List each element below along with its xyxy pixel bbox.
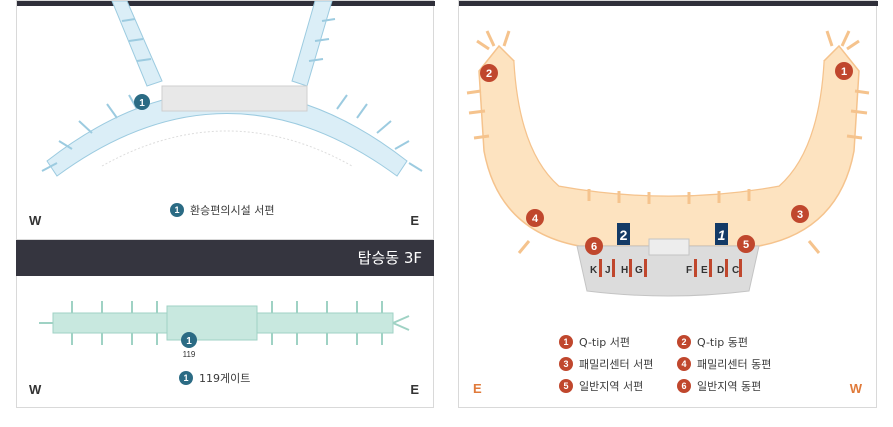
left-top-panel: 1 1 환승편의시설 서편 W E — [16, 0, 435, 240]
legend-text: 일반지역 서편 — [579, 380, 644, 393]
map-marker-gate-label: 119 — [183, 350, 196, 359]
red-markers: 1 2 3 4 5 6 — [480, 62, 853, 255]
compass-east: E — [473, 381, 482, 396]
legend-text: Q-tip 동편 — [697, 336, 749, 349]
compass-west: W — [29, 382, 42, 397]
legend-badge: 1 — [559, 335, 573, 349]
map-marker-5-label: 5 — [743, 239, 749, 251]
map-marker-1[interactable] — [134, 94, 150, 110]
legend-text: 패밀리센터 동편 — [697, 358, 772, 371]
map-marker-5[interactable] — [737, 235, 755, 253]
map-marker-3[interactable] — [791, 205, 809, 223]
compass-west: W — [29, 213, 42, 228]
legend-text: 119게이트 — [199, 372, 251, 385]
gate-label: D — [717, 265, 724, 276]
gate-label: J — [605, 265, 611, 276]
legend-text: 환승편의시설 서편 — [190, 204, 275, 217]
legend-item: 2 Q-tip 동편 — [677, 334, 748, 350]
qtip-marker-west[interactable] — [617, 223, 630, 245]
floor-header-bar: 탑승동 3F — [16, 240, 434, 276]
legend-item: 1 환승편의시설 서편 — [170, 202, 274, 218]
compass-east: E — [410, 213, 419, 228]
map-marker-2[interactable] — [480, 64, 498, 82]
legend-item: 6 일반지역 동편 — [677, 378, 761, 394]
qtip-marker-east-label: 1 — [718, 227, 726, 243]
legend-badge: 3 — [559, 357, 573, 371]
concourse-map-top: 1 — [41, 1, 423, 177]
legend-badge: 1 — [179, 371, 193, 385]
legend-badge: 5 — [559, 379, 573, 393]
gate-label: C — [732, 265, 739, 276]
qtip-marker-west-label: 2 — [620, 227, 628, 243]
legend-badge: 6 — [677, 379, 691, 393]
map-marker-1-label: 1 — [186, 336, 192, 347]
legend-badge: 2 — [677, 335, 691, 349]
left-bottom-panel: 1 119 1 119게이트 W E — [16, 276, 434, 408]
gate-label: K — [590, 265, 598, 276]
map-marker-1-label: 1 — [841, 66, 847, 78]
gate-label: F — [686, 265, 692, 276]
panel-top-bar — [17, 1, 435, 6]
compass-west: W — [849, 381, 862, 396]
map-marker-6-label: 6 — [591, 241, 597, 253]
legend-text: Q-tip 서편 — [579, 336, 631, 349]
gate-label: H — [621, 265, 628, 276]
gate-label: G — [635, 265, 643, 276]
gate-label: E — [701, 265, 708, 276]
concourse-map-3f: 1 119 — [39, 301, 410, 359]
compass-east: E — [410, 382, 419, 397]
terminal-map: K J H G F E D C 2 1 1 2 3 4 5 6 — [466, 30, 870, 297]
legend-text: 패밀리센터 서편 — [579, 358, 654, 371]
floor-label: 탑승동 3F — [357, 249, 422, 267]
legend-item: 5 일반지역 서편 — [559, 378, 643, 394]
panel-top-bar — [459, 1, 878, 6]
map-marker-1[interactable] — [835, 62, 853, 80]
legend-item: 4 패밀리센터 동편 — [677, 356, 771, 372]
gate-labels: K J H G F E D C — [590, 265, 739, 276]
right-panel: K J H G F E D C 2 1 1 2 3 4 5 6 — [458, 0, 878, 408]
map-marker-6[interactable] — [585, 237, 603, 255]
map-marker-4[interactable] — [526, 209, 544, 227]
map-marker-4-label: 4 — [532, 213, 539, 225]
legend-text: 일반지역 동편 — [697, 380, 762, 393]
legend-item: 1 119게이트 — [179, 370, 250, 386]
qtip-marker-east[interactable] — [715, 223, 728, 245]
legend-item: 1 Q-tip 서편 — [559, 334, 630, 350]
legend-item: 3 패밀리센터 서편 — [559, 356, 653, 372]
map-marker-1-label: 1 — [139, 98, 145, 109]
map-marker-3-label: 3 — [797, 209, 803, 221]
map-marker-1[interactable] — [181, 332, 197, 348]
map-marker-2-label: 2 — [486, 68, 492, 80]
legend-badge: 4 — [677, 357, 691, 371]
legend-badge: 1 — [170, 203, 184, 217]
